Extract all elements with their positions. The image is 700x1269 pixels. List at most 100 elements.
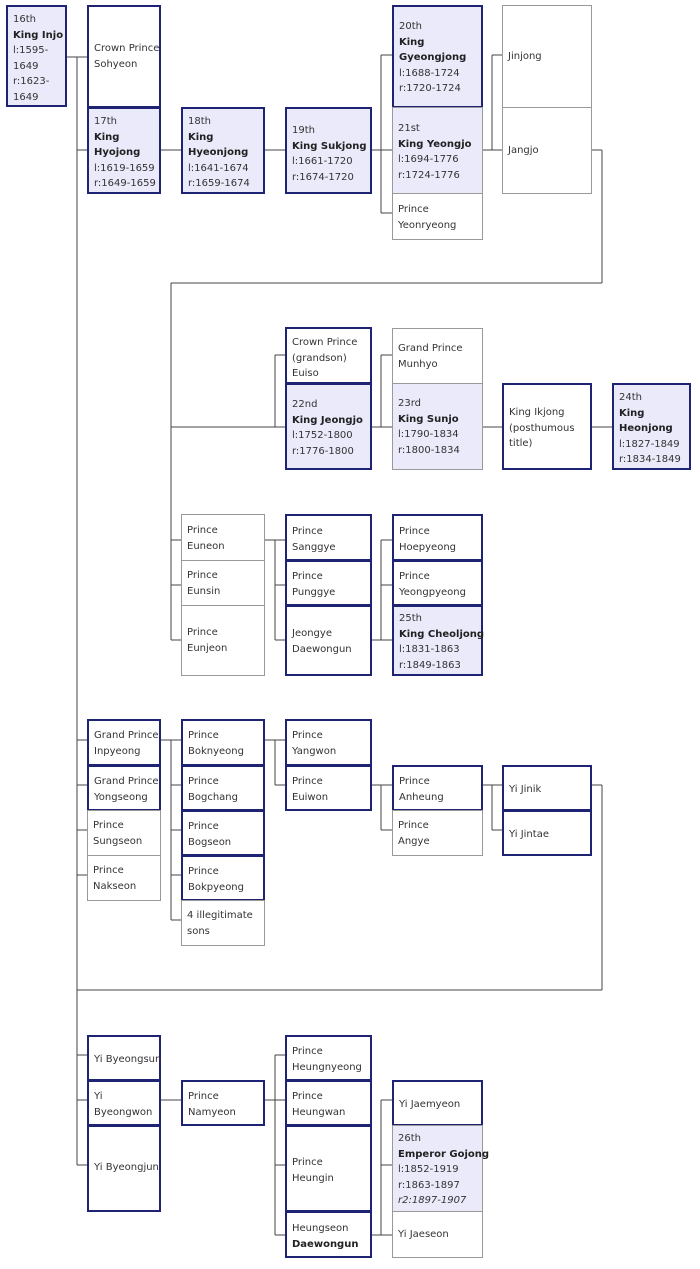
name-label: Prince xyxy=(292,571,323,582)
name-label: King Sukjong xyxy=(292,140,367,152)
name-label: Prince xyxy=(398,204,429,215)
name-label: Yeongpyeong xyxy=(399,586,466,598)
node-prince-hoepyeong: Prince Hoepyeong xyxy=(392,514,483,561)
reign-label: r:1674-1720 xyxy=(292,171,354,183)
name-label: Yi Jintae xyxy=(509,829,549,840)
name-label: Prince xyxy=(188,730,219,741)
name-label: Yi Jinik xyxy=(509,784,542,795)
ordinal-label: 23rd xyxy=(398,398,422,409)
name-label: Euiwon xyxy=(292,791,329,803)
reign-label: r:1863-1897 xyxy=(398,1179,460,1191)
name-label: Prince xyxy=(399,526,430,537)
ordinal-label: 22nd xyxy=(292,399,318,410)
name-label: Jeongye xyxy=(292,628,332,639)
reign-label: r:1623- xyxy=(13,76,50,88)
reign-label: r:1649-1659 xyxy=(94,178,156,190)
name-label: Prince xyxy=(93,820,124,831)
node-grand-prince-yongseong: Grand Prince Yongseong xyxy=(87,765,161,811)
reign-label: 1649 xyxy=(13,91,39,103)
node-prince-sungseon: Prince Sungseon xyxy=(87,810,161,856)
name-label: King xyxy=(619,407,645,419)
reign-label: r:1720-1724 xyxy=(399,83,461,95)
node-jangjo: Jangjo xyxy=(502,107,592,194)
name-label: Hoepyeong xyxy=(399,541,457,553)
reign-label: r:1659-1674 xyxy=(188,178,250,190)
node-king-injo: 16th King Injo l:1595- 1649 r:1623- 1649 xyxy=(6,5,67,107)
name-label: Punggye xyxy=(292,586,336,598)
name-label: Sanggye xyxy=(292,541,336,553)
node-king-yeongjo: 21st King Yeongjo l:1694-1776 r:1724-177… xyxy=(392,107,483,194)
node-prince-punggye: Prince Punggye xyxy=(285,560,372,606)
node-jeongye-daewongun: Jeongye Daewongun xyxy=(285,605,372,676)
name-label: Yi Jaeseon xyxy=(398,1229,449,1240)
node-prince-heungin: Prince Heungin xyxy=(285,1125,372,1212)
lifespan-label: l:1752-1800 xyxy=(292,430,353,442)
node-prince-yeongpyeong: Prince Yeongpyeong xyxy=(392,560,483,606)
lifespan-label: l:1641-1674 xyxy=(188,162,249,174)
name-label: Jangjo xyxy=(508,145,539,156)
lifespan-label: l:1790-1834 xyxy=(398,429,459,441)
name-label: Crown Prince xyxy=(94,43,160,54)
name-label: Prince xyxy=(187,570,218,581)
name-label: Prince xyxy=(292,1091,323,1102)
reign-label: r2:1897-1907 xyxy=(398,1195,467,1207)
name-label: Sungseon xyxy=(93,835,143,847)
name-label: Sohyeon xyxy=(94,58,138,70)
name-label: Grand Prince xyxy=(398,343,463,354)
name-label: Yongseong xyxy=(94,791,148,803)
name-label: King xyxy=(399,36,425,48)
reign-label: r:1724-1776 xyxy=(398,169,460,181)
name-label: Prince xyxy=(292,730,323,741)
node-prince-heungnyeong: Prince Heungnyeong xyxy=(285,1035,372,1081)
name-label: Eunsin xyxy=(187,585,221,597)
node-grand-prince-munhyo: Grand Prince Munhyo xyxy=(392,328,483,384)
node-prince-namyeon: Prince Namyeon xyxy=(181,1080,265,1126)
name-label: Anheung xyxy=(399,791,444,803)
lifespan-label: l:1688-1724 xyxy=(399,67,460,79)
lifespan-label: 1649 xyxy=(13,60,39,72)
node-yi-jinik: Yi Jinik xyxy=(502,765,592,811)
node-prince-euneon: Prince Euneon xyxy=(181,514,265,561)
reign-label: r:1834-1849 xyxy=(619,454,681,466)
name-label: Namyeon xyxy=(188,1106,236,1118)
name-label: Heungnyeong xyxy=(292,1061,362,1073)
name-label: Daewongun xyxy=(292,1238,359,1250)
node-yi-jintae: Yi Jintae xyxy=(502,810,592,856)
name-label: King Jeongjo xyxy=(292,414,363,426)
name-label: Heungin xyxy=(292,1172,334,1184)
name-label: King xyxy=(188,131,214,143)
lifespan-label: l:1595- xyxy=(13,45,49,57)
node-king-hyeonjong: 18th King Hyeonjong l:1641-1674 r:1659-1… xyxy=(181,107,265,194)
ordinal-label: 16th xyxy=(13,14,36,25)
name-label: sons xyxy=(187,925,210,937)
node-crown-prince-euiso: Crown Prince (grandson) Euiso xyxy=(285,327,372,384)
name-label: Prince xyxy=(188,866,219,877)
name-label: King Cheoljong xyxy=(399,628,485,640)
name-label: Yangwon xyxy=(292,745,337,757)
name-label: Yi Jaemyeon xyxy=(399,1099,461,1110)
name-label: Gyeongjong xyxy=(399,52,467,64)
name-label: Prince xyxy=(399,571,430,582)
node-illegitimate-sons: 4 illegitimate sons xyxy=(181,900,265,946)
node-yi-byeongjun: Yi Byeongjun xyxy=(87,1125,161,1212)
name-label: Prince xyxy=(292,526,323,537)
name-label: King Sunjo xyxy=(398,413,459,425)
name-label: Prince xyxy=(292,776,323,787)
lifespan-label: l:1694-1776 xyxy=(398,154,459,166)
ordinal-label: 19th xyxy=(292,125,315,136)
name-label: Euneon xyxy=(187,540,225,552)
lifespan-label: l:1852-1919 xyxy=(398,1164,459,1176)
node-king-sunjo: 23rd King Sunjo l:1790-1834 r:1800-1834 xyxy=(392,383,483,470)
node-prince-euiwon: Prince Euiwon xyxy=(285,765,372,811)
name-label: Prince xyxy=(292,1157,323,1168)
reign-label: r:1776-1800 xyxy=(292,445,354,457)
name-label: Hyojong xyxy=(94,147,141,159)
name-label: Boknyeong xyxy=(188,745,244,757)
node-grand-prince-inpyeong: Grand Prince Inpyeong xyxy=(87,719,161,766)
name-label: King xyxy=(94,131,120,143)
name-label: Prince xyxy=(292,1046,323,1057)
name-label: Euiso xyxy=(292,368,319,380)
name-label: Grand Prince xyxy=(94,776,159,787)
name-label: Grand Prince xyxy=(94,730,159,741)
